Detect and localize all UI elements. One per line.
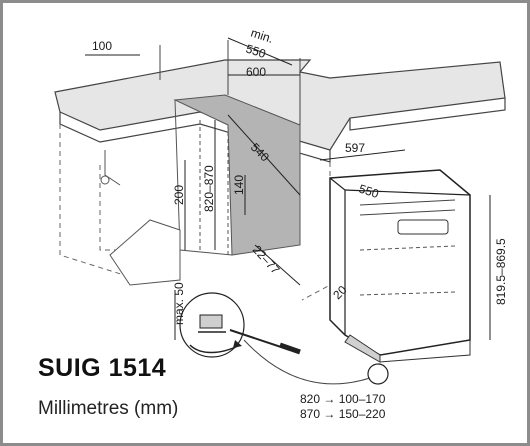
dim-niche-width: 600 [246,65,266,79]
dim-device-height: 819.5–869.5 [494,238,508,305]
dim-gap-left: 100 [92,39,112,53]
dim-niche-depth-min: 550 [244,42,268,62]
model-name: SUIG 1514 [38,354,167,382]
niche [59,40,331,301]
dim-device-depth: 550 [357,182,381,202]
dim-device-width: 597 [345,141,365,155]
dim-niche-height: 820–870 [202,165,216,212]
dim-min-label: min. [249,26,275,46]
dim-plinth-row-1: 820 → 100–170 [300,392,386,406]
dim-vent-height: 200 [172,185,186,205]
dim-plinth-row-2: 870 → 150–220 [300,407,386,421]
units-label: Millimetres (mm) [38,398,179,419]
dim-max-label: max. 50 [172,282,186,325]
worktop [54,59,506,163]
dim-vent-gap: 140 [232,175,246,195]
refrigerator [329,169,471,363]
adjustment-detail [174,290,389,385]
